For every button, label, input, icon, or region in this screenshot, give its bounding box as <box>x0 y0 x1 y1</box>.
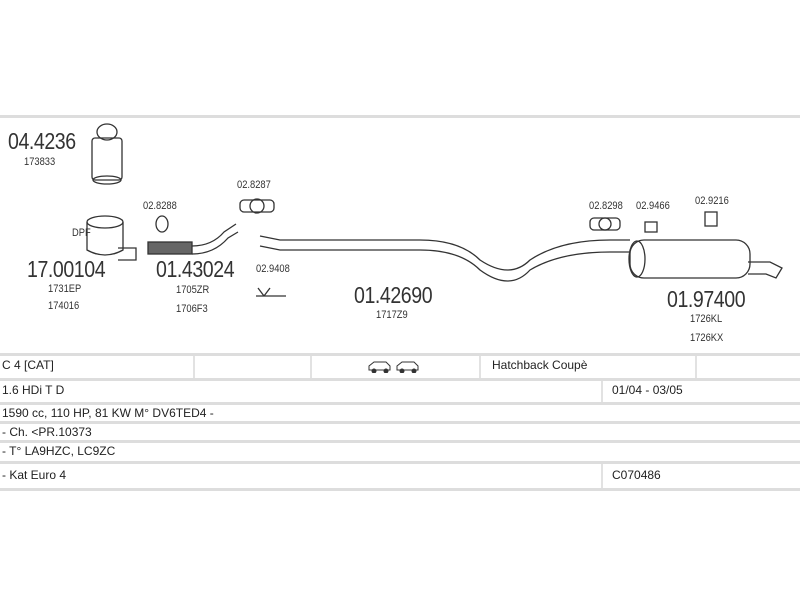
part-number: 02.8287 <box>237 179 271 191</box>
table-row: - Kat Euro 4 C070486 <box>0 461 800 491</box>
table-row: - Ch. <PR.10373 <box>0 421 800 440</box>
divider <box>0 115 800 118</box>
spec-cell: 1590 cc, 110 HP, 81 KW M° DV6TED4 - <box>2 406 214 420</box>
part-number: 02.8298 <box>589 200 623 212</box>
body-type-cell: Hatchback Coupè <box>492 358 588 372</box>
ref-number: 1731EP <box>48 283 82 295</box>
engine-cell: 1.6 HDi T D <box>2 383 65 397</box>
chassis-cell: - Ch. <PR.10373 <box>2 425 92 439</box>
part-number: 02.8288 <box>143 200 177 212</box>
model-cell: C 4 [CAT] <box>2 358 54 372</box>
table-row: C 4 [CAT] Hatchback Coupè <box>0 353 800 378</box>
table-row: - T° LA9HZC, LC9ZC <box>0 440 800 461</box>
clamp-icon <box>155 215 169 233</box>
egr-valve-icon <box>91 123 123 185</box>
ref-number: 173833 <box>24 156 56 168</box>
car-icon <box>368 361 424 376</box>
part-number: 01.43024 <box>156 256 235 282</box>
gasket-icon <box>239 198 275 214</box>
ref-number: 1706F3 <box>176 303 208 315</box>
flex-pipe-icon <box>147 223 239 255</box>
gasket-rear-icon <box>589 217 621 231</box>
part-number: 02.9466 <box>636 200 670 212</box>
rear-muffler-icon <box>628 239 783 279</box>
ref-number: 1726KL <box>690 313 723 325</box>
vehicle-table: C 4 [CAT] Hatchback Coupè 1.6 HDi T D 01… <box>0 353 800 491</box>
part-number: 17.00104 <box>27 256 106 282</box>
part-number: 04.4236 <box>8 128 76 154</box>
table-row: 1.6 HDi T D 01/04 - 03/05 <box>0 378 800 402</box>
norm-cell: - Kat Euro 4 <box>2 468 67 482</box>
code-cell: C070486 <box>612 468 661 482</box>
clamp-rear-icon <box>644 221 658 233</box>
dpf-icon <box>86 215 137 261</box>
part-number: 02.9216 <box>695 195 729 207</box>
part-number: 01.97400 <box>667 286 746 312</box>
table-row: 1590 cc, 110 HP, 81 KW M° DV6TED4 - <box>0 402 800 421</box>
type-cell: - T° LA9HZC, LC9ZC <box>2 444 116 458</box>
ref-number: 1705ZR <box>176 284 210 296</box>
rubber-mount-icon <box>704 211 718 227</box>
hanger-icon <box>256 287 286 297</box>
ref-number: 1726KX <box>690 332 724 344</box>
part-number: 02.9408 <box>256 263 290 275</box>
years-cell: 01/04 - 03/05 <box>612 383 683 397</box>
ref-number: 174016 <box>48 300 80 312</box>
dpf-tag: DPF <box>72 227 91 239</box>
exhaust-drawing <box>86 123 783 297</box>
middle-pipe-icon <box>259 235 630 282</box>
ref-number: 1717Z9 <box>376 309 408 321</box>
part-number: 01.42690 <box>354 282 433 308</box>
